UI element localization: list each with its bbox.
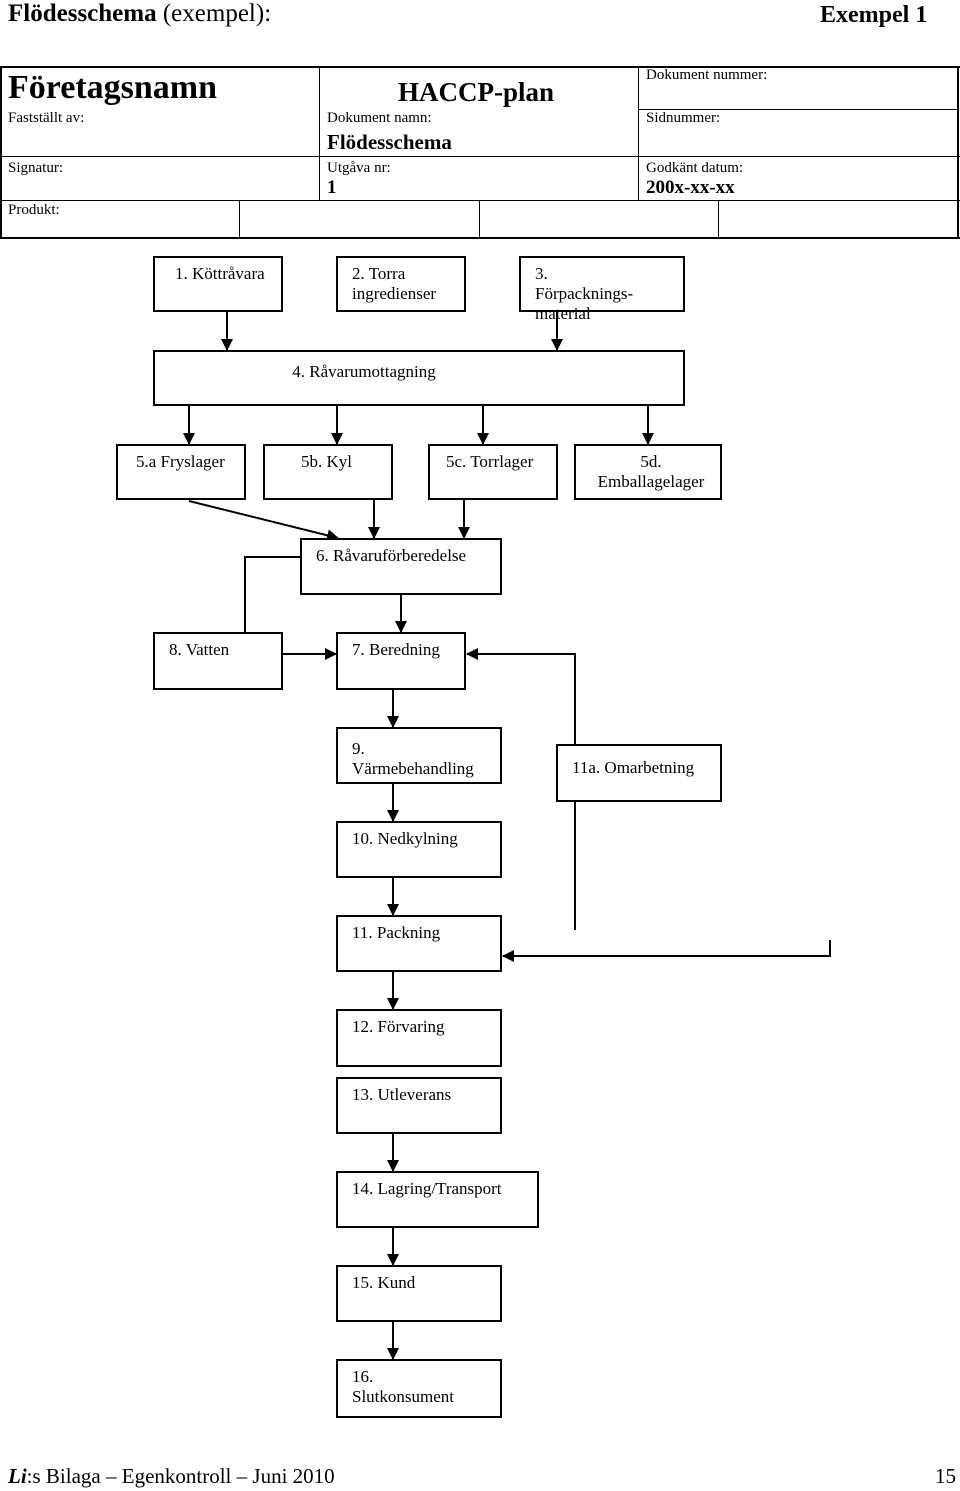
- footer-page-number: 15: [935, 1464, 956, 1488]
- arrow-5a-to-6: [188, 500, 339, 542]
- product-label: Produkt:: [8, 202, 60, 218]
- step-10-cooling: 10. Nedkylning: [336, 821, 502, 878]
- example-label: Exempel 1: [820, 2, 928, 28]
- header-divider-2: [638, 66, 639, 200]
- arrow-6-to-8: [244, 556, 300, 632]
- step-5b-cooler: 5b. Kyl: [263, 444, 393, 500]
- header-product-divider-2: [479, 200, 480, 238]
- header-border-right: [957, 66, 959, 239]
- step-9-heat-treatment: 9. Värmebehandling: [336, 727, 502, 784]
- doc-name-label: Dokument namn:: [327, 110, 432, 126]
- step-7-preparation: 7. Beredning: [336, 632, 466, 690]
- step-2-dry-ingredients: 2. Torra ingredienser: [336, 256, 466, 312]
- page-title: Flödesschema (exempel):: [8, 0, 271, 28]
- approved-date-label: Godkänt datum:: [646, 160, 744, 176]
- step-11-packing: 11. Packning: [336, 915, 502, 972]
- step-3-packaging-material: 3. Förpacknings-material: [519, 256, 685, 323]
- step-12-storage: 12. Förvaring: [336, 1009, 502, 1067]
- step-5d-packaging-storage: 5d. Emballagelager: [574, 444, 722, 500]
- step-11a-reprocessing: 11a. Omarbetning: [556, 744, 722, 802]
- step-1-raw-meat: 1. Köttråvara: [153, 256, 283, 312]
- header-border-top: [0, 66, 960, 68]
- doc-number-label: Dokument nummer:: [646, 67, 768, 83]
- signature-label: Signatur:: [8, 160, 63, 176]
- header-row-line-1: [638, 109, 958, 110]
- page-number-label: Sidnummer:: [646, 110, 721, 126]
- header-product-divider-1: [239, 200, 240, 238]
- arrow-return-to-11: [502, 940, 831, 962]
- step-5c-dry-storage: 5c. Torrlager: [428, 444, 558, 500]
- page-title-main: Flödesschema: [8, 0, 157, 27]
- step-13-dispatch: 13. Utleverans: [336, 1077, 502, 1134]
- footer-caption: :s Bilaga – Egenkontroll – Juni 2010: [26, 1464, 335, 1488]
- step-16-end-consumer: 16. Slutkonsument: [336, 1359, 502, 1418]
- header-row-line-2: [0, 156, 960, 157]
- step-14-storage-transport: 14. Lagring/Transport: [336, 1171, 539, 1228]
- header-row-line-3: [0, 200, 960, 201]
- header-divider-1: [319, 66, 320, 200]
- established-by-label: Fastställt av:: [8, 110, 85, 126]
- company-name: Företagsnamn: [8, 69, 218, 106]
- header-product-divider-3: [718, 200, 719, 238]
- plan-title: HACCP-plan: [398, 77, 555, 107]
- footer-text: Li:s Bilaga – Egenkontroll – Juni 2010: [8, 1464, 335, 1489]
- issue-value: 1: [327, 177, 337, 198]
- page-title-suffix: (exempel):: [156, 0, 272, 27]
- doc-name-value: Flödesschema: [327, 130, 452, 154]
- approved-date-value: 200x-xx-xx: [646, 177, 735, 198]
- step-15-customer: 15. Kund: [336, 1265, 502, 1322]
- header-border-left: [0, 66, 2, 239]
- header-border-bottom: [0, 237, 960, 239]
- step-4-raw-material-reception: 4. Råvarumottagning: [153, 350, 685, 406]
- step-8-water: 8. Vatten: [153, 632, 283, 690]
- step-5a-freezer: 5.a Fryslager: [116, 444, 246, 500]
- step-6-raw-material-preparation: 6. Råvaruförberedelse: [300, 538, 502, 595]
- arrow-11a-to-7: [466, 648, 576, 930]
- issue-label: Utgåva nr:: [327, 160, 391, 176]
- footer-brand: Li: [8, 1464, 27, 1488]
